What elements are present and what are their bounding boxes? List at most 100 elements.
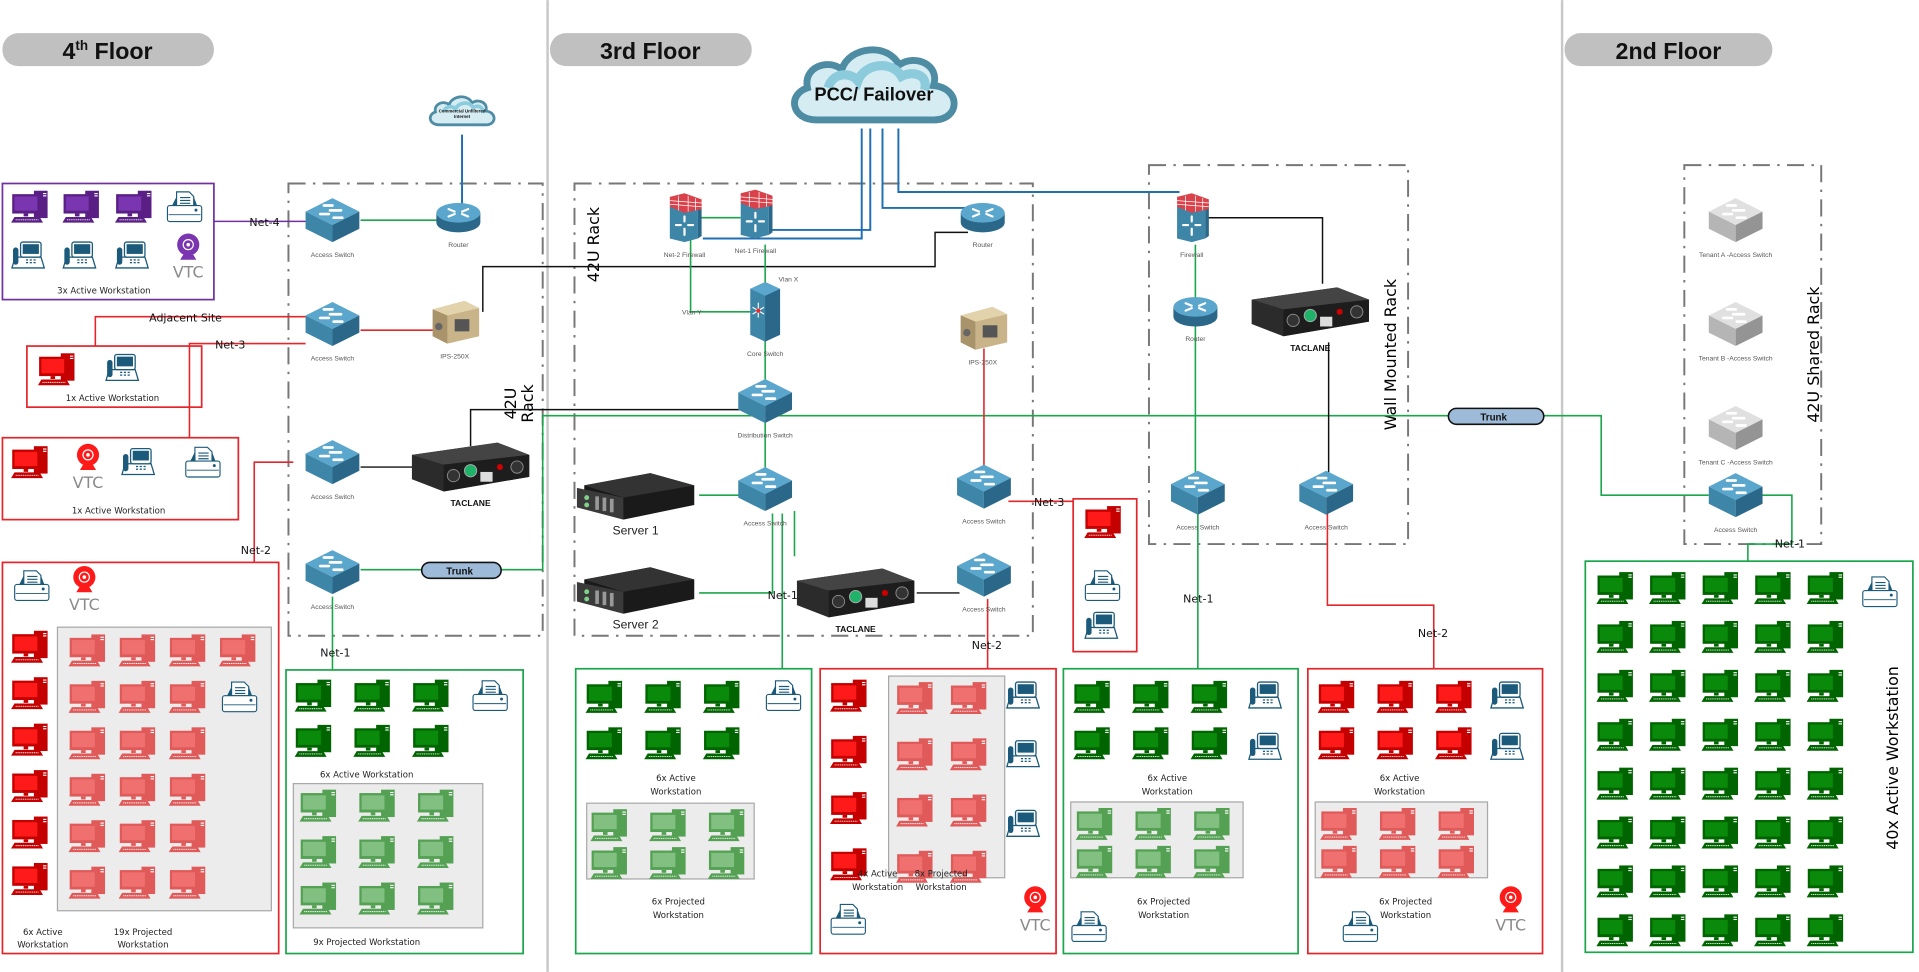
active-workstation-icon[interactable]	[1701, 864, 1739, 898]
projected-workstation-icon[interactable]	[118, 866, 156, 900]
switch-device[interactable]: Access Switch	[1297, 469, 1355, 532]
projected-workstation-icon[interactable]	[416, 835, 454, 869]
printer-icon[interactable]	[166, 191, 203, 223]
active-workstation-icon[interactable]	[1595, 718, 1634, 752]
active-workstation-icon[interactable]	[1072, 680, 1111, 714]
active-workstation-icon[interactable]	[1648, 620, 1686, 654]
switch-device[interactable]: Tenant A -Access Switch	[1699, 196, 1773, 259]
taclane-device[interactable]: TACLANE	[796, 567, 915, 635]
projected-workstation-icon[interactable]	[168, 680, 206, 714]
active-workstation-icon[interactable]	[1131, 726, 1169, 760]
active-workstation-icon[interactable]	[1648, 913, 1686, 947]
printer-icon[interactable]	[765, 680, 802, 712]
projected-workstation-icon[interactable]	[949, 681, 987, 715]
active-workstation-icon[interactable]	[1434, 726, 1473, 760]
projected-workstation-icon[interactable]	[1075, 845, 1113, 879]
projected-workstation-icon[interactable]	[168, 819, 206, 853]
projected-workstation-icon[interactable]	[1192, 845, 1231, 879]
active-workstation-icon[interactable]	[10, 723, 49, 757]
switch-device[interactable]: Access Switch	[736, 465, 794, 528]
projected-workstation-icon[interactable]	[357, 882, 396, 915]
phone-icon[interactable]	[1248, 732, 1282, 760]
active-workstation-icon[interactable]	[411, 724, 449, 758]
printer-icon[interactable]	[830, 903, 866, 935]
router-device[interactable]: Router	[1172, 296, 1219, 343]
phone-icon[interactable]	[11, 241, 45, 269]
projected-workstation-icon[interactable]	[648, 846, 687, 880]
active-workstation-icon[interactable]	[1131, 680, 1169, 714]
active-workstation-icon[interactable]	[1648, 767, 1686, 801]
phone-icon[interactable]	[1490, 681, 1524, 709]
server-device[interactable]: Server 2	[576, 567, 695, 631]
projected-workstation-icon[interactable]	[118, 773, 156, 807]
switch-device[interactable]: Tenant B -Access Switch	[1699, 300, 1773, 363]
active-workstation-icon[interactable]	[1701, 571, 1739, 605]
projected-workstation-icon[interactable]	[168, 726, 206, 760]
active-workstation-icon[interactable]	[1806, 718, 1844, 752]
switch-device[interactable]: Access Switch	[1169, 469, 1227, 532]
active-workstation-icon[interactable]	[1595, 669, 1634, 703]
active-workstation-icon[interactable]	[10, 676, 49, 710]
vtc-camera[interactable]: VTC	[1495, 885, 1526, 934]
projected-workstation-icon[interactable]	[416, 789, 454, 823]
projected-workstation-icon[interactable]	[118, 819, 156, 853]
active-workstation-icon[interactable]	[1806, 571, 1844, 605]
projected-workstation-icon[interactable]	[299, 882, 337, 915]
active-workstation-icon[interactable]	[1701, 620, 1739, 654]
active-workstation-icon[interactable]	[1753, 767, 1792, 801]
projected-workstation-icon[interactable]	[589, 808, 628, 842]
vtc-camera[interactable]: VTC	[73, 443, 104, 492]
projected-workstation-icon[interactable]	[68, 726, 106, 760]
active-workstation-icon[interactable]	[1753, 864, 1792, 898]
projected-workstation-icon[interactable]	[299, 789, 337, 823]
active-workstation-icon[interactable]	[10, 769, 49, 803]
projected-workstation-icon[interactable]	[416, 882, 454, 915]
projected-workstation-icon[interactable]	[707, 846, 745, 880]
active-workstation-icon[interactable]	[585, 680, 623, 714]
projected-workstation-icon[interactable]	[357, 835, 396, 869]
switch-device[interactable]: Access Switch	[955, 463, 1013, 526]
active-workstation-icon[interactable]	[1753, 816, 1792, 849]
projected-workstation-icon[interactable]	[707, 808, 745, 842]
phone-icon[interactable]	[121, 447, 155, 476]
active-workstation-icon[interactable]	[1595, 913, 1634, 947]
phone-icon[interactable]	[1006, 809, 1040, 837]
active-workstation-icon[interactable]	[1434, 680, 1473, 714]
projected-workstation-icon[interactable]	[1319, 807, 1358, 841]
active-workstation-icon[interactable]	[1595, 620, 1634, 654]
projected-workstation-icon[interactable]	[949, 737, 987, 771]
projected-workstation-icon[interactable]	[1378, 807, 1416, 841]
printer-icon[interactable]	[1071, 911, 1107, 943]
active-workstation-icon[interactable]	[10, 816, 49, 849]
phone-icon[interactable]	[1490, 732, 1524, 760]
active-workstation-icon[interactable]	[702, 726, 740, 760]
projected-workstation-icon[interactable]	[168, 866, 206, 900]
taclane-device[interactable]: TACLANE	[1251, 286, 1370, 353]
active-workstation-icon[interactable]	[1317, 680, 1355, 714]
active-workstation-icon[interactable]	[10, 862, 49, 896]
vtc-camera[interactable]: VTC	[1020, 885, 1051, 934]
vtc-camera[interactable]: VTC	[173, 232, 204, 282]
active-workstation-icon[interactable]	[1375, 680, 1414, 714]
projected-workstation-icon[interactable]	[68, 680, 106, 714]
active-workstation-icon[interactable]	[1753, 620, 1792, 654]
active-workstation-icon[interactable]	[585, 726, 623, 760]
active-workstation-icon[interactable]	[1701, 767, 1739, 801]
active-workstation-icon[interactable]	[702, 680, 740, 714]
active-workstation-icon[interactable]	[829, 679, 867, 713]
switch-device[interactable]: Access Switch	[955, 551, 1013, 614]
projected-workstation-icon[interactable]	[118, 633, 156, 667]
active-workstation-icon[interactable]	[1806, 864, 1844, 898]
projected-workstation-icon[interactable]	[68, 633, 106, 667]
projected-workstation-icon[interactable]	[895, 681, 933, 715]
projected-workstation-icon[interactable]	[648, 808, 687, 842]
active-workstation-icon[interactable]	[1190, 726, 1228, 760]
active-workstation-icon[interactable]	[1701, 718, 1739, 752]
active-workstation-icon[interactable]	[61, 190, 100, 224]
firewall-device[interactable]: Firewall	[1175, 192, 1210, 259]
projected-workstation-icon[interactable]	[299, 835, 337, 869]
ips-device[interactable]: IPS-250X	[960, 306, 1008, 366]
firewall-device[interactable]: Net-1 Firewall	[735, 188, 777, 256]
server-device[interactable]: Server 1	[576, 473, 695, 537]
active-workstation-icon[interactable]	[1806, 767, 1844, 801]
